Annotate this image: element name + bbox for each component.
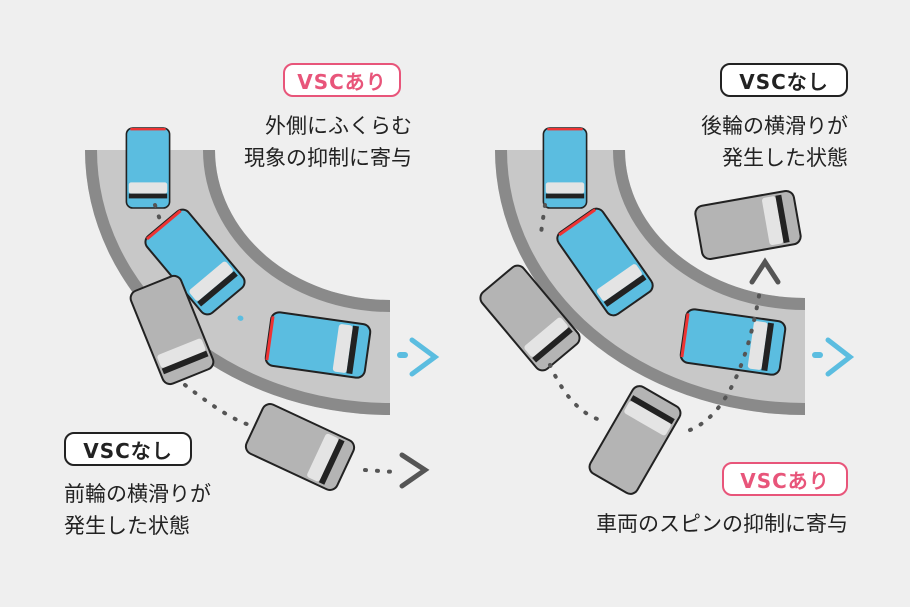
- no-vsc-car-exit: [242, 400, 358, 494]
- vsc-off-caption: 前輪の横滑りが 発生した状態: [64, 478, 211, 542]
- caption-line: 現象の抑制に寄与: [244, 146, 412, 170]
- direction-arrow-icon: [409, 337, 440, 377]
- vsc-on-badge: VSCあり: [283, 63, 401, 97]
- path-dots: [153, 203, 397, 474]
- caption-line: 外側にふくらむ: [265, 114, 412, 138]
- vsc-on-caption: 車両のスピンの抑制に寄与: [596, 508, 848, 540]
- vsc-off-badge: VSCなし: [720, 63, 848, 97]
- caption-line: 発生した状態: [722, 146, 848, 170]
- vsc-car-start: [125, 127, 171, 209]
- direction-arrow-icon: [399, 452, 430, 489]
- caption-line: 車両のスピンの抑制に寄与: [596, 512, 848, 536]
- no-vsc-car-spin-3: [693, 188, 803, 262]
- caption-line: 発生した状態: [64, 514, 190, 538]
- caption-line: 前輪の横滑りが: [64, 482, 211, 506]
- vsc-off-caption: 後輪の横滑りが 発生した状態: [701, 110, 848, 174]
- vsc-on-caption: 外側にふくらむ 現象の抑制に寄与: [244, 110, 412, 174]
- vsc-car-start: [542, 127, 588, 209]
- vsc-on-badge: VSCあり: [722, 462, 848, 496]
- direction-arrow-icon: [749, 257, 781, 285]
- caption-line: 後輪の横滑りが: [701, 114, 848, 138]
- no-vsc-car-spin-2: [585, 382, 685, 498]
- vsc-off-badge: VSCなし: [64, 432, 192, 466]
- direction-arrow-icon: [825, 337, 855, 377]
